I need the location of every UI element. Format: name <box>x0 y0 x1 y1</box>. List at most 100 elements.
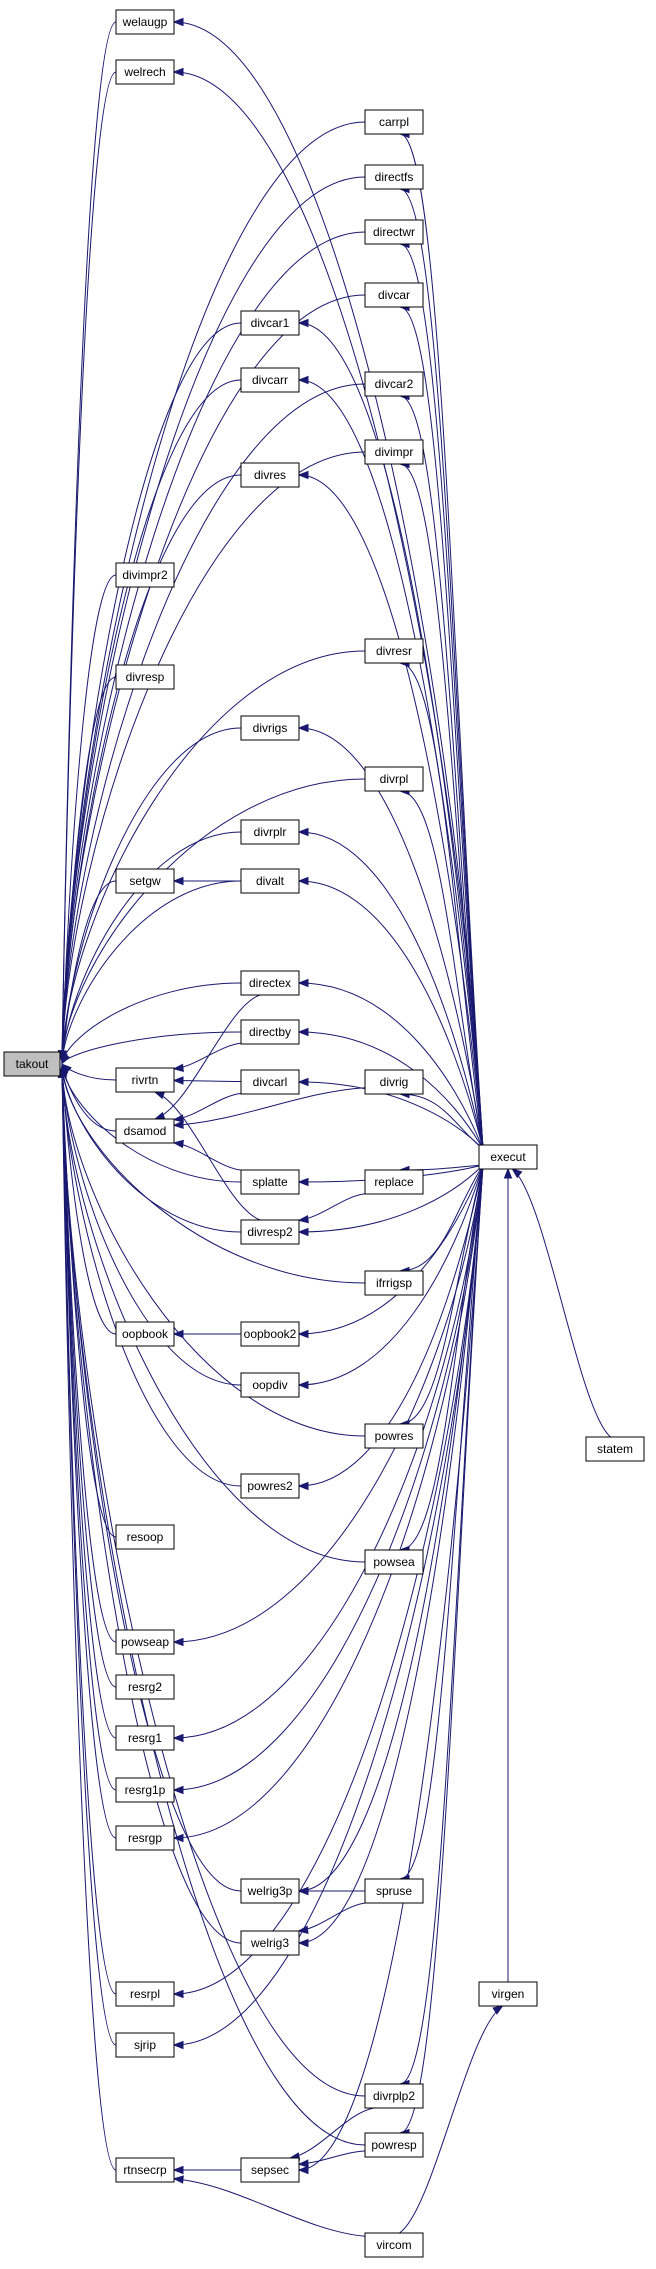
node-divcar1[interactable]: divcar1 <box>240 310 300 336</box>
node-label-divrpl: divrpl <box>380 772 409 786</box>
node-divrplp2[interactable]: divrplp2 <box>364 2083 424 2109</box>
node-resrg1p[interactable]: resrg1p <box>115 1777 175 1803</box>
node-divcar[interactable]: divcar <box>364 282 424 308</box>
node-divresp2[interactable]: divresp2 <box>240 1219 300 1245</box>
arrowhead-powresp-to-sepsec <box>297 2159 309 2168</box>
node-box-replace <box>364 1169 424 1195</box>
node-oopbook[interactable]: oopbook <box>115 1321 175 1347</box>
node-resrpl[interactable]: resrpl <box>115 1981 175 2007</box>
node-directwr[interactable]: directwr <box>364 219 424 245</box>
node-powseap[interactable]: powseap <box>115 1629 175 1655</box>
arrowhead-execut-to-divcarl <box>297 1077 309 1087</box>
node-rtnsecrp[interactable]: rtnsecrp <box>115 2157 175 2183</box>
node-divcarr[interactable]: divcarr <box>240 367 300 393</box>
node-label-directfs: directfs <box>375 170 414 184</box>
node-box-divresp2 <box>240 1219 300 1245</box>
node-oopdiv[interactable]: oopdiv <box>240 1372 300 1398</box>
edge-rivrtn-to-takout <box>61 1063 117 1081</box>
node-execut[interactable]: execut <box>478 1144 538 1170</box>
node-box-powres2 <box>240 1473 300 1499</box>
node-box-divcar2 <box>364 371 424 397</box>
node-divrigs[interactable]: divrigs <box>240 715 300 741</box>
node-spruse[interactable]: spruse <box>364 1878 424 1904</box>
node-box-powres <box>364 1423 424 1449</box>
node-divres[interactable]: divres <box>240 462 300 488</box>
edge-execut-to-resrgp <box>173 1164 484 1839</box>
node-label-directby: directby <box>249 1025 291 1039</box>
node-divresr[interactable]: divresr <box>364 638 424 664</box>
node-splatte[interactable]: splatte <box>240 1169 300 1195</box>
node-divalt[interactable]: divalt <box>240 868 300 894</box>
node-statem[interactable]: statem <box>585 1436 645 1462</box>
node-label-takout: takout <box>16 1057 49 1071</box>
node-box-divrplp2 <box>364 2083 424 2109</box>
node-resrg2[interactable]: resrg2 <box>115 1674 175 1700</box>
node-welrig3[interactable]: welrig3 <box>240 1930 300 1956</box>
node-divimpr[interactable]: divimpr <box>364 439 424 465</box>
node-carrpl[interactable]: carrpl <box>364 109 424 135</box>
node-divrpl[interactable]: divrpl <box>364 766 424 792</box>
node-box-resrg1p <box>115 1777 175 1803</box>
node-divrplr[interactable]: divrplr <box>240 819 300 845</box>
node-label-powresp: powresp <box>371 2138 417 2152</box>
node-label-oopbook2: oopbook2 <box>244 1327 297 1341</box>
edge-execut-to-divimpr <box>399 463 484 1150</box>
edge-directwr-to-takout <box>61 231 366 1061</box>
arrowhead-execut-to-resrgp <box>172 1833 184 1843</box>
node-directby[interactable]: directby <box>240 1019 300 1045</box>
node-takout[interactable]: takout <box>3 1051 61 1077</box>
node-powres2[interactable]: powres2 <box>240 1473 300 1499</box>
edge-divrplr-to-takout <box>61 831 242 1061</box>
edge-statem-to-execut <box>512 1168 611 1438</box>
node-label-powseap: powseap <box>121 1635 169 1649</box>
node-label-divres: divres <box>254 468 286 482</box>
node-rivrtn[interactable]: rivrtn <box>115 1067 175 1093</box>
arrowhead-execut-to-welrig3 <box>297 1938 309 1948</box>
node-oopbook2[interactable]: oopbook2 <box>240 1321 300 1347</box>
node-box-vircom <box>364 2232 424 2258</box>
node-welrig3p[interactable]: welrig3p <box>240 1878 300 1904</box>
arrowhead-execut-to-sjrip <box>172 2040 184 2050</box>
arrowhead-execut-to-divres <box>297 470 309 480</box>
arrowhead-divcarl-to-dsamod <box>172 1114 184 1123</box>
node-box-powsea <box>364 1549 424 1575</box>
node-label-divimpr2: divimpr2 <box>122 568 168 582</box>
node-vircom[interactable]: vircom <box>364 2232 424 2258</box>
node-divcar2[interactable]: divcar2 <box>364 371 424 397</box>
node-welaugp[interactable]: welaugp <box>115 9 175 35</box>
node-divcarl[interactable]: divcarl <box>240 1069 300 1095</box>
arrowhead-execut-to-welaugp <box>172 17 184 27</box>
node-resoop[interactable]: resoop <box>115 1524 175 1550</box>
node-label-replace: replace <box>374 1175 414 1189</box>
node-replace[interactable]: replace <box>364 1169 424 1195</box>
arrowhead-execut-to-resrpl <box>172 1989 184 1999</box>
node-directex[interactable]: directex <box>240 970 300 996</box>
edge-directfs-to-takout <box>61 176 366 1061</box>
node-box-oopdiv <box>240 1372 300 1398</box>
node-powresp[interactable]: powresp <box>364 2132 424 2158</box>
node-box-divimpr <box>364 439 424 465</box>
edge-directex-to-takout <box>61 982 242 1064</box>
node-powres[interactable]: powres <box>364 1423 424 1449</box>
arrowhead-virgen-to-execut <box>503 1167 513 1179</box>
node-label-divimpr: divimpr <box>375 445 414 459</box>
node-powsea[interactable]: powsea <box>364 1549 424 1575</box>
node-sjrip[interactable]: sjrip <box>115 2032 175 2058</box>
node-welrech[interactable]: welrech <box>115 59 175 85</box>
node-directfs[interactable]: directfs <box>364 164 424 190</box>
node-resrg1[interactable]: resrg1 <box>115 1725 175 1751</box>
node-divimpr2[interactable]: divimpr2 <box>115 562 175 588</box>
node-setgw[interactable]: setgw <box>115 868 175 894</box>
node-resrgp[interactable]: resrgp <box>115 1825 175 1851</box>
edge-divresp2-to-takout <box>61 1066 242 1233</box>
edge-execut-to-divrigs <box>298 727 484 1150</box>
node-label-oopbook: oopbook <box>122 1327 169 1341</box>
edges-layer <box>57 17 611 2237</box>
node-ifrrigsp[interactable]: ifrrigsp <box>364 1270 424 1296</box>
node-sepsec[interactable]: sepsec <box>240 2157 300 2183</box>
node-divresp[interactable]: divresp <box>115 664 175 690</box>
node-label-divrplr: divrplr <box>254 825 287 839</box>
node-dsamod[interactable]: dsamod <box>115 1118 175 1144</box>
node-divrig[interactable]: divrig <box>364 1069 424 1095</box>
node-virgen[interactable]: virgen <box>478 1981 538 2007</box>
